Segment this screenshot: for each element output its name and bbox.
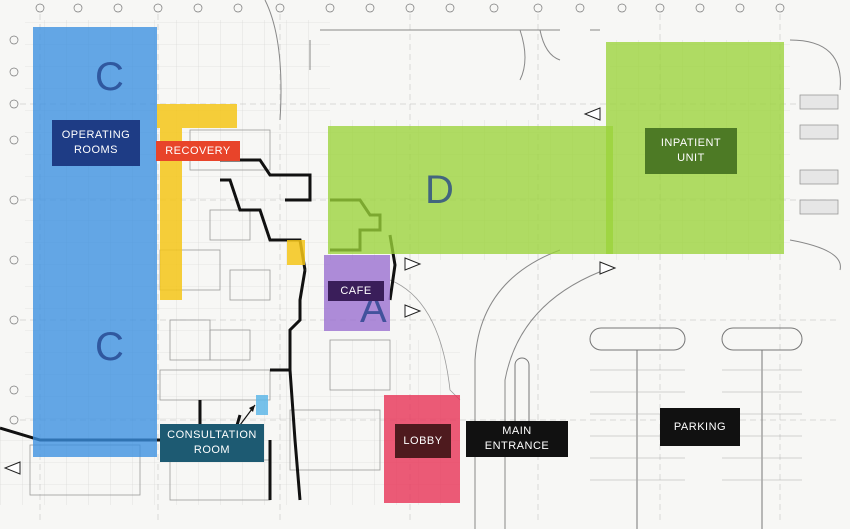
zone-letter-c-bottom: C	[95, 325, 124, 369]
operating-rooms-label: OPERATING ROOMS	[52, 120, 140, 166]
operating-rooms-zone	[33, 27, 157, 457]
inpatient-unit-zone-main	[328, 126, 613, 254]
cafe-label: CAFE	[328, 281, 384, 301]
recovery-zone-strip	[160, 128, 182, 300]
recovery-zone-top	[157, 104, 237, 128]
inpatient-unit-label: INPATIENT UNIT	[645, 128, 737, 174]
recovery-label: RECOVERY	[156, 141, 240, 161]
zone-letter-c-top: C	[95, 55, 124, 99]
grid-markers	[9, 3, 785, 425]
lobby-label: LOBBY	[395, 424, 451, 458]
consultation-marker	[256, 395, 268, 415]
recovery-zone-small	[287, 240, 305, 265]
zone-letter-d: D	[425, 168, 454, 212]
parking-label: PARKING	[660, 408, 740, 446]
consultation-room-label: CONSULTATION ROOM	[160, 424, 264, 462]
main-entrance-label: MAIN ENTRANCE	[466, 421, 568, 457]
